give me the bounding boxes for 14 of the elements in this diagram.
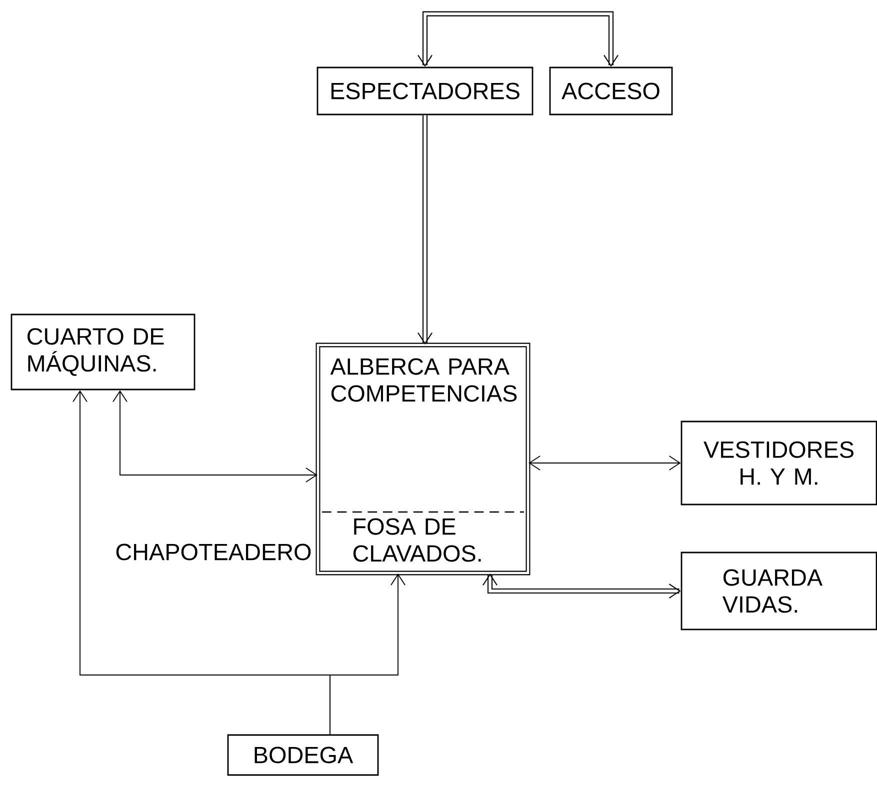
room-box: BODEGA	[227, 734, 379, 776]
pool-label: ALBERCA PARA COMPETENCIAS	[330, 358, 517, 402]
connector-arrow	[418, 11, 618, 67]
connector-arrow	[482, 574, 681, 598]
room-box: CUARTO DE MÁQUINAS.	[10, 314, 196, 390]
connector-arrow	[418, 115, 432, 344]
connector-arrow	[528, 456, 681, 470]
room-box: ACCESO	[549, 66, 673, 116]
room-box: ESPECTADORES	[316, 66, 534, 116]
pool-label: FOSA DE CLAVADOS.	[353, 518, 481, 562]
room-box: GUARDA VIDAS.	[680, 552, 877, 630]
connector-arrow	[330, 574, 406, 735]
room-box: VESTIDORES H. Y M.	[680, 420, 877, 506]
connector-arrow	[112, 390, 318, 482]
